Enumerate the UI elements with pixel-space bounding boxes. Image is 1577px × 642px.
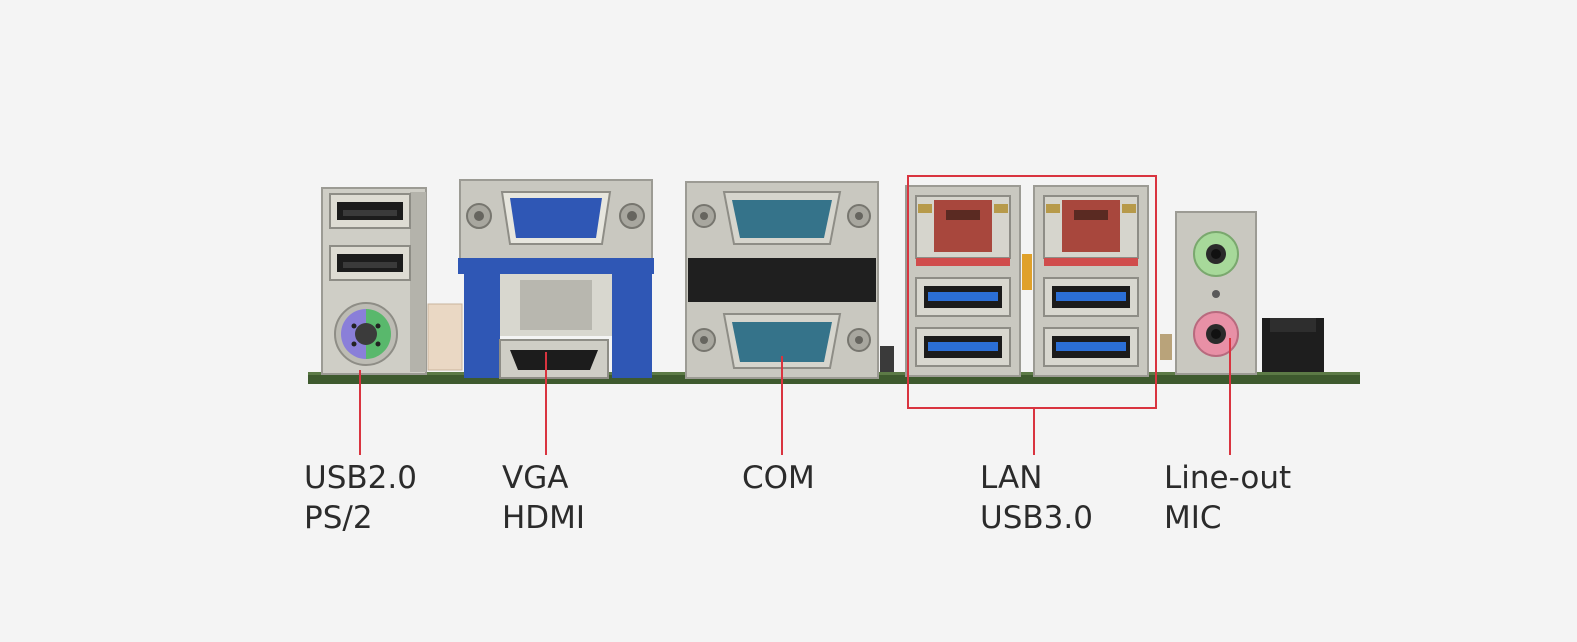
label-com-text: COM: [742, 460, 815, 496]
label-usb2-ps2: USB2.0 PS/2: [304, 458, 417, 538]
hdmi-port: [499, 339, 609, 379]
usb3-port-1: [915, 277, 1011, 317]
label-usb2: USB2.0: [304, 460, 417, 496]
label-audio: Line-out MIC: [1164, 458, 1291, 538]
vga-hdmi-stack: [458, 179, 654, 379]
audio-stack: [1175, 211, 1257, 375]
label-vga: VGA: [502, 460, 569, 496]
usb2-port-1: [329, 193, 411, 229]
usb3-port-4: [1043, 327, 1139, 367]
label-line-out: Line-out: [1164, 460, 1292, 496]
lan-port-1: [915, 195, 1011, 259]
label-mic: MIC: [1164, 500, 1222, 536]
vga-port: [500, 191, 612, 245]
label-hdmi: HDMI: [502, 500, 586, 536]
usb3-port-2: [915, 327, 1011, 367]
mic-jack: [1193, 311, 1239, 357]
label-lan-usb3: LAN USB3.0: [980, 458, 1093, 538]
usb2-ps2-stack: [321, 187, 463, 375]
com-stack: [685, 181, 894, 379]
com-port-2: [722, 313, 842, 369]
pin-header: [1262, 318, 1324, 372]
lan-usb3-stack-1: [905, 185, 1021, 377]
label-usb3: USB3.0: [980, 500, 1093, 536]
line-out-jack: [1193, 231, 1239, 277]
lan-usb3-stack-2: [1033, 185, 1149, 377]
label-vga-hdmi: VGA HDMI: [502, 458, 585, 538]
label-com: COM: [742, 458, 815, 498]
lan-highlight-box: [907, 175, 1157, 409]
lan-port-2: [1043, 195, 1139, 259]
ps2-port: [334, 302, 398, 366]
label-ps2: PS/2: [304, 500, 373, 536]
label-lan: LAN: [980, 460, 1043, 496]
usb2-port-2: [329, 245, 411, 281]
com-port-1: [722, 191, 842, 245]
usb3-port-3: [1043, 277, 1139, 317]
